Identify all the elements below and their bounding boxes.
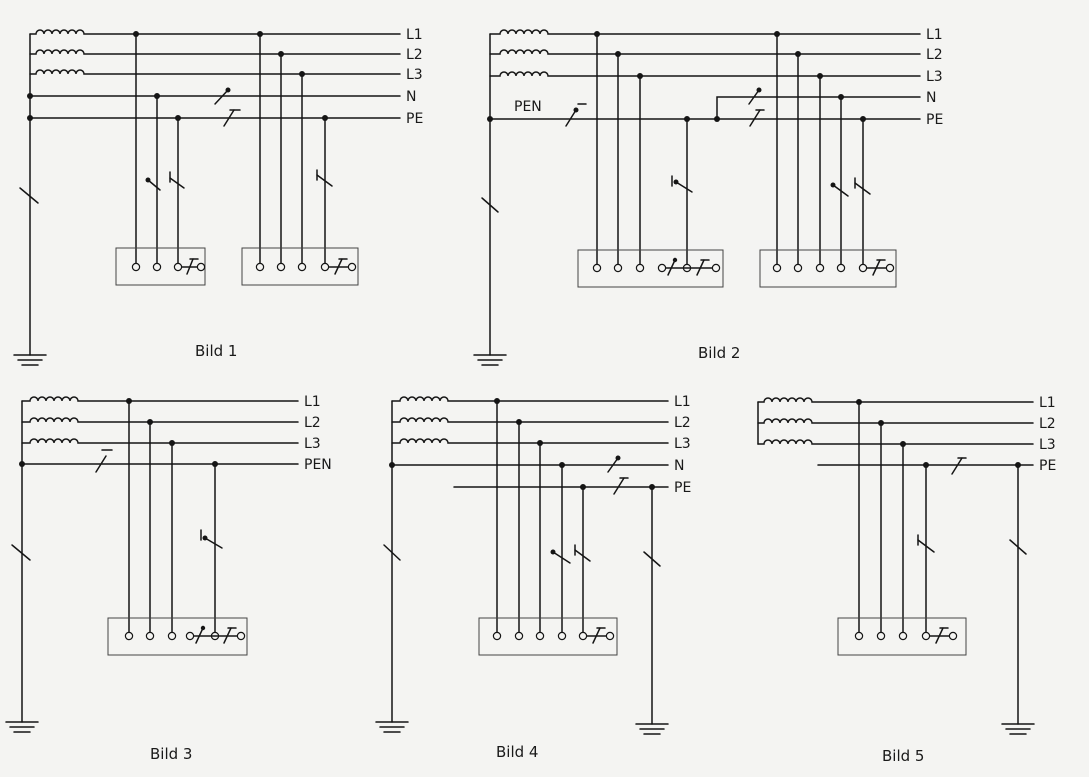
label-l3: L3: [926, 69, 943, 85]
transformer-coils-5: [757, 397, 1034, 445]
label-l1: L1: [1039, 395, 1056, 411]
earth-symbol-3: [5, 721, 39, 733]
label-l3: L3: [674, 436, 691, 452]
device-1b: [241, 31, 359, 286]
label-pen: PEN: [514, 99, 542, 115]
caption-bild-5: Bild 5: [882, 747, 924, 765]
label-l3: L3: [304, 436, 321, 452]
device-1a: [115, 31, 206, 286]
caption-bild-2: Bild 2: [698, 344, 740, 362]
transformer-coils-3: [21, 396, 299, 723]
label-pe: PE: [926, 112, 943, 128]
label-pe: PE: [406, 111, 423, 127]
transformer-coils-1: [29, 29, 401, 356]
earth-symbol-4b: [635, 723, 669, 735]
label-l3: L3: [406, 67, 423, 83]
device-3: [107, 398, 248, 656]
device-4: [478, 398, 618, 656]
conductor-labels-3: L1 L2 L3 PEN: [304, 394, 332, 473]
conductor-labels-4: L1 L2 L3 N PE: [674, 394, 691, 496]
label-n: N: [926, 90, 936, 106]
label-l1: L1: [926, 27, 943, 43]
caption-bild-1: Bild 1: [195, 342, 237, 360]
bild-2: PEN L1 L2 L3 N PE: [473, 27, 943, 366]
label-l2: L2: [674, 415, 691, 431]
transformer-coils-4: [391, 396, 669, 723]
label-l1: L1: [304, 394, 321, 410]
label-l1: L1: [406, 27, 423, 43]
label-l2: L2: [1039, 416, 1056, 432]
bild-5: L1 L2 L3 PE Bild 5: [757, 395, 1056, 765]
earth-symbol-2: [473, 354, 507, 366]
bild-1: L1 L2 L3 N PE: [13, 27, 423, 366]
bild-4: L1 L2 L3 N PE Bild 4: [375, 394, 691, 761]
label-l2: L2: [304, 415, 321, 431]
bild-3: L1 L2 L3 PEN Bild 3: [5, 394, 332, 763]
device-2a: [577, 31, 724, 288]
earth-symbol-4a: [375, 721, 409, 733]
conductor-labels-1: L1 L2 L3 N PE: [406, 27, 423, 127]
label-l2: L2: [926, 47, 943, 63]
label-pe: PE: [1039, 458, 1056, 474]
earth-symbol-1: [13, 354, 47, 366]
label-pe: PE: [674, 480, 691, 496]
transformer-coils-2: [489, 29, 921, 356]
conductor-n-2: [716, 96, 921, 120]
label-n: N: [674, 458, 684, 474]
device-5: [837, 399, 967, 656]
label-n: N: [406, 89, 416, 105]
device-2b: [759, 31, 897, 288]
label-pen: PEN: [304, 457, 332, 473]
earth-symbol-5: [1001, 723, 1035, 735]
label-l2: L2: [406, 47, 423, 63]
conductor-labels-5: L1 L2 L3 PE: [1039, 395, 1056, 474]
caption-bild-4: Bild 4: [496, 743, 538, 761]
label-l3: L3: [1039, 437, 1056, 453]
conductor-labels-2: L1 L2 L3 N PE: [926, 27, 943, 128]
label-l1: L1: [674, 394, 691, 410]
caption-bild-3: Bild 3: [150, 745, 192, 763]
